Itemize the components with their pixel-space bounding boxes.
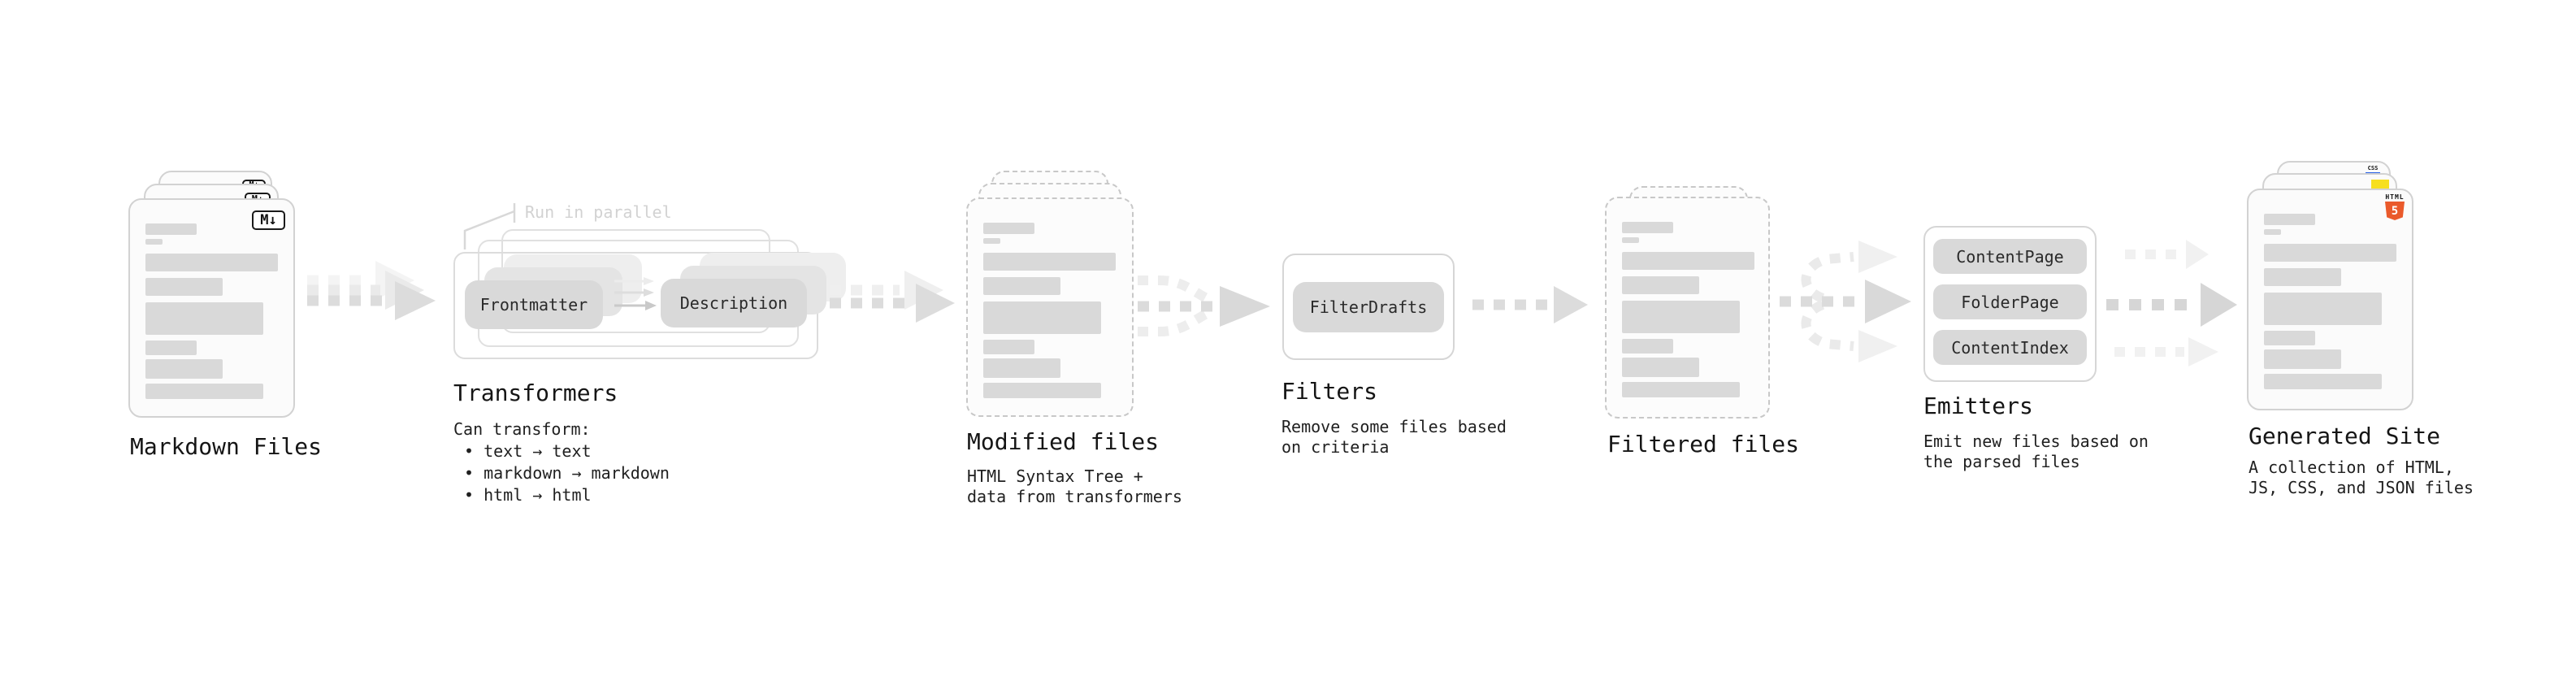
modified-files-description: HTML Syntax Tree + data from transformer… bbox=[967, 466, 1182, 507]
modified-desc-line: data from transformers bbox=[967, 487, 1182, 506]
contentpage-pill: ContentPage bbox=[1933, 239, 2087, 274]
text-placeholder-bars bbox=[983, 199, 1132, 415]
stage-markdown-files: M↓ M↓ M↓ Markdown Files bbox=[128, 171, 332, 488]
modified-desc-line: HTML Syntax Tree + bbox=[967, 466, 1143, 486]
markdown-file-card-front: M↓ bbox=[128, 198, 295, 418]
filters-desc-line: Remove some files based bbox=[1281, 417, 1507, 436]
emitters-desc-line: the parsed files bbox=[1923, 452, 2080, 471]
stage-label-modified-files: Modified files bbox=[967, 428, 1160, 455]
stage-transformers: Frontmatter Description Transformers Can… bbox=[453, 229, 846, 505]
description-pill: Description bbox=[661, 279, 807, 327]
emitters-description: Emit new files based on the parsed files bbox=[1923, 432, 2149, 472]
contentindex-pill: ContentIndex bbox=[1933, 330, 2087, 365]
text-placeholder-bars bbox=[1622, 198, 1768, 417]
html5-icon: HTML 5 bbox=[2384, 193, 2405, 220]
transformers-desc-title: Can transform: bbox=[453, 419, 591, 439]
filterdrafts-pill: FilterDrafts bbox=[1293, 281, 1444, 332]
stage-label-emitters: Emitters bbox=[1923, 393, 2033, 419]
css-icon-label: CSS bbox=[2367, 165, 2379, 171]
flow-arrow-filters-to-filtered bbox=[1472, 286, 1588, 323]
folderpage-pill: FolderPage bbox=[1933, 284, 2087, 319]
html5-shield: 5 bbox=[2385, 202, 2405, 220]
filtered-file-card-front bbox=[1605, 197, 1770, 419]
stage-generated-site: CSS HTML 5 Generated Site A collectio bbox=[2247, 161, 2474, 502]
html5-shield-number: 5 bbox=[2391, 204, 2399, 218]
stage-emitters: ContentPage FolderPage ContentIndex Emit… bbox=[1923, 226, 2159, 486]
flow-arrow-filtered-to-emitters bbox=[1780, 241, 1911, 362]
stage-label-filters: Filters bbox=[1281, 378, 1378, 405]
html5-icon-label: HTML bbox=[2385, 193, 2405, 201]
generated-site-description: A collection of HTML, JS, CSS, and JSON … bbox=[2249, 458, 2474, 498]
stage-filtered-files: Filtered files bbox=[1605, 186, 1808, 495]
run-in-parallel-callout-line bbox=[463, 203, 516, 249]
transformers-bullet: • markdown → markdown bbox=[464, 463, 670, 483]
emitters-box: ContentPage FolderPage ContentIndex bbox=[1923, 226, 2097, 382]
text-placeholder-bars bbox=[145, 200, 293, 416]
flow-arrow-transformers-to-modified bbox=[830, 271, 955, 323]
filters-description: Remove some files based on criteria bbox=[1281, 417, 1507, 458]
transformers-description: Can transform: • text → text • markdown … bbox=[453, 419, 670, 506]
filters-desc-line: on criteria bbox=[1281, 437, 1390, 457]
markdown-icon: M↓ bbox=[252, 210, 285, 230]
stage-label-markdown-files: Markdown Files bbox=[130, 433, 323, 460]
generated-desc-line: A collection of HTML, bbox=[2249, 458, 2454, 477]
filters-box: FilterDrafts bbox=[1282, 254, 1455, 360]
transform-arrows bbox=[614, 277, 657, 310]
emitters-desc-line: Emit new files based on bbox=[1923, 432, 2149, 451]
modified-file-card-front bbox=[966, 197, 1134, 417]
stage-modified-files: Modified files HTML Syntax Tree + data f… bbox=[966, 171, 1182, 512]
text-placeholder-bars bbox=[2264, 190, 2412, 409]
stage-filters: FilterDrafts Filters Remove some files b… bbox=[1281, 254, 1517, 465]
flow-arrow-modified-to-filters bbox=[1138, 275, 1270, 336]
frontmatter-pill: Frontmatter bbox=[465, 280, 603, 329]
run-in-parallel-annotation: Run in parallel bbox=[525, 202, 672, 222]
transformers-bullet: • text → text bbox=[464, 441, 592, 461]
generated-desc-line: JS, CSS, and JSON files bbox=[2249, 478, 2474, 497]
transformers-bullet: • html → html bbox=[464, 485, 592, 505]
stage-label-transformers: Transformers bbox=[453, 380, 618, 406]
site-file-card-html: HTML 5 bbox=[2247, 189, 2413, 410]
stage-label-generated-site: Generated Site bbox=[2249, 423, 2441, 449]
flow-arrow-emitters-to-site bbox=[2106, 240, 2237, 367]
stage-label-filtered-files: Filtered files bbox=[1607, 431, 1800, 458]
flow-arrow-markdown-to-transformers bbox=[307, 261, 436, 320]
javascript-icon bbox=[2371, 180, 2389, 190]
